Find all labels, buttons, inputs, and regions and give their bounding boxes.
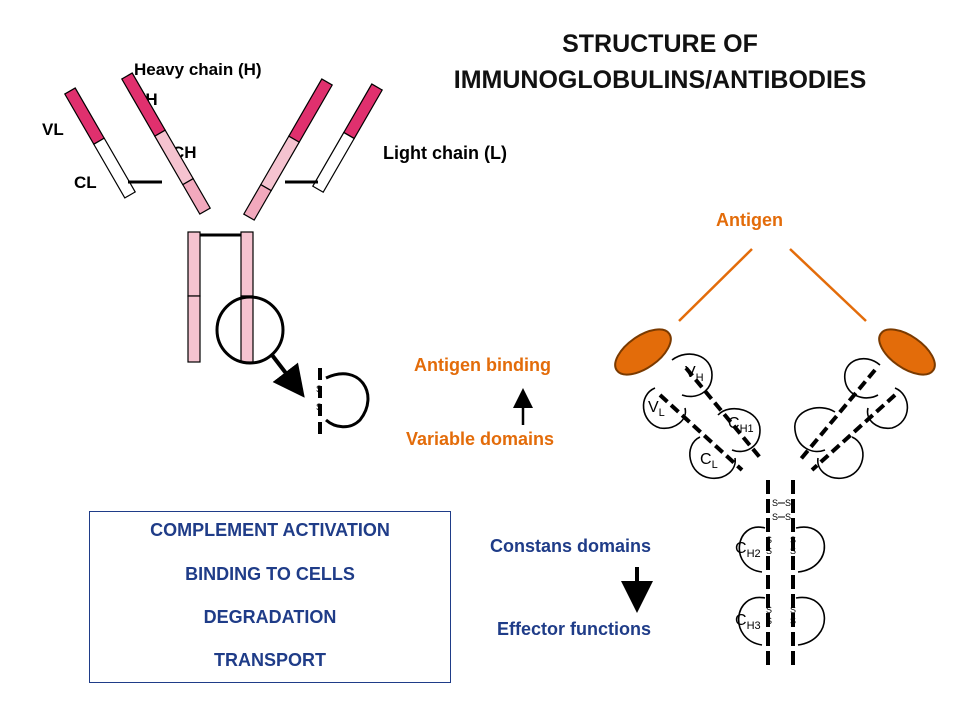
ch2-s-left-2: S (766, 546, 772, 556)
function-item-degradation: DEGRADATION (203, 607, 337, 627)
light-chain-label: Light chain (L) (383, 143, 507, 163)
ch3-s-right-2: S (790, 616, 796, 626)
ch2-s-right-2: S (790, 546, 796, 556)
heavy-chain-label: Heavy chain (H) (134, 60, 262, 79)
function-item-complement: COMPLEMENT ACTIVATION (150, 520, 390, 540)
hinge-s-1: S (772, 498, 778, 508)
ch3-domain-right (795, 596, 826, 646)
ch2-domain-left (738, 526, 766, 573)
cl-domain-label: CL (700, 451, 718, 471)
antigen-right (878, 328, 936, 376)
center-arrows (513, 388, 653, 613)
vh-domain-right (844, 357, 881, 399)
vl-label: VL (42, 120, 64, 139)
antigen-left (614, 328, 672, 376)
hinge-s-3: S (772, 512, 778, 522)
ch2-domain-right (795, 526, 826, 573)
hinge-s-4: S (785, 512, 791, 522)
ch3-s-right-1: S (790, 605, 796, 615)
left-heavy-arm (120, 72, 212, 215)
ch1-domain-label: CH1 (728, 415, 754, 435)
ch1-domain-right (794, 406, 836, 453)
right-light-chain (311, 83, 384, 194)
hinge-s-2: S (785, 498, 791, 508)
antigen-line-left (678, 248, 753, 322)
left-light-chain (63, 87, 137, 199)
right-heavy-arm (242, 78, 334, 221)
ch2-s-right-1: S (790, 535, 796, 545)
zoomed-domain: S S (316, 368, 370, 438)
antigen-label: Antigen (716, 210, 783, 230)
ch3-s-left-2: S (766, 616, 772, 626)
function-item-binding-cells: BINDING TO CELLS (185, 564, 355, 584)
title-line-1: STRUCTURE OF (562, 30, 758, 58)
cl-domain-left (689, 436, 736, 480)
domain-antibody (614, 328, 936, 668)
effector-functions-box: COMPLEMENT ACTIVATION BINDING TO CELLS D… (89, 511, 451, 683)
domain-labels: VH VL CH1 CL CH2 CH3 (648, 364, 761, 632)
variable-domains-label: Variable domains (406, 429, 555, 449)
zoom-s-2: S (316, 402, 322, 412)
title-line-2: IMMUNOGLOBULINS/ANTIBODIES (453, 66, 867, 94)
effector-functions-label: Effector functions (497, 619, 652, 639)
zoom-arrow (270, 353, 305, 398)
zoom-s-1: S (316, 384, 322, 394)
ch3-s-left-1: S (766, 605, 772, 615)
ch3-domain-left (737, 596, 766, 646)
zoom-circle (215, 295, 285, 365)
ch3-domain-label: CH3 (735, 612, 761, 632)
antigen-line-right (789, 248, 867, 322)
ch2-s-left-1: S (766, 535, 772, 545)
antigen-binding-label: Antigen binding (414, 355, 551, 375)
constant-domains-label: Constans domains (490, 536, 652, 556)
vl-domain-label: VL (648, 399, 665, 419)
schematic-antibody (63, 72, 384, 398)
ch2-domain-label: CH2 (735, 540, 761, 560)
vh-domain-label: VH (685, 364, 704, 384)
cl-label: CL (74, 173, 97, 192)
cl-domain-right (817, 436, 864, 480)
function-item-transport: TRANSPORT (214, 650, 326, 670)
disulfide-markers: S S S S S S S S S S S S (766, 498, 796, 626)
